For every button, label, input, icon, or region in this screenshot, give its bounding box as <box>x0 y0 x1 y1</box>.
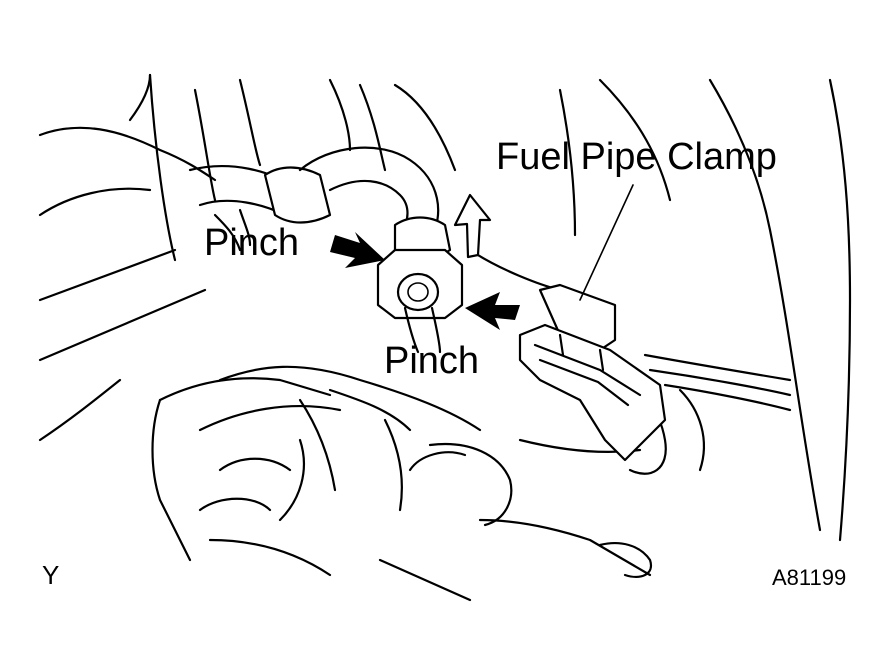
figure-id: A81199 <box>772 565 847 590</box>
clamp-leader-line <box>579 184 634 301</box>
view-code: Y <box>42 560 60 590</box>
fuel-hose <box>188 146 440 252</box>
pinch-arrow-lower <box>465 292 520 330</box>
pull-up-arrow <box>453 193 492 259</box>
fuel-pipe-clamp-label: Fuel Pipe Clamp <box>496 136 777 178</box>
quick-connector <box>376 216 464 354</box>
pinch-arrow-left <box>330 232 385 268</box>
pinch-label-left: Pinch <box>204 222 300 264</box>
pinch-label-lower: Pinch <box>384 340 480 382</box>
fuel-pipe-clamp <box>518 283 667 462</box>
